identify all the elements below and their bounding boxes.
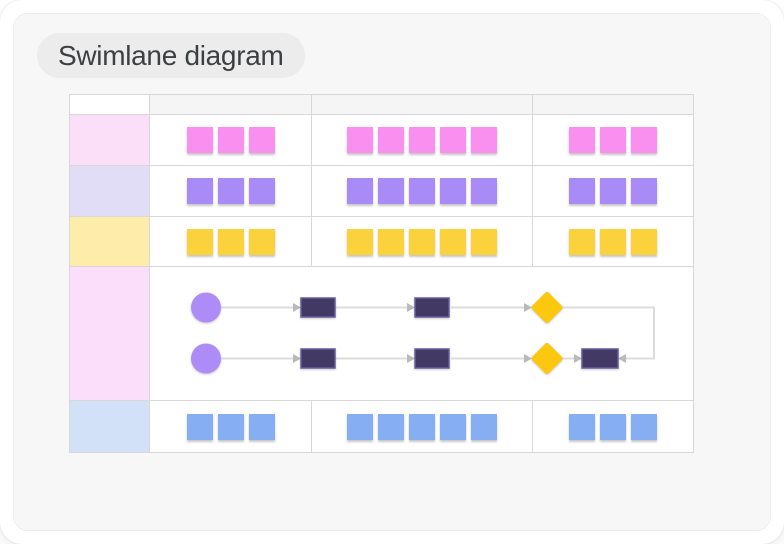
- arrowhead-right-icon: [407, 303, 415, 312]
- decision-node[interactable]: [531, 343, 563, 374]
- header-label-cell: [70, 95, 150, 114]
- header-column-1: [150, 95, 312, 114]
- sticky-note-square[interactable]: [186, 178, 213, 204]
- sticky-note-square[interactable]: [217, 413, 244, 440]
- lanes-container: [70, 115, 693, 452]
- sticky-note-square[interactable]: [378, 178, 404, 204]
- sticky-note-square[interactable]: [248, 178, 275, 204]
- lane-row-purple: [70, 165, 693, 216]
- sticky-note-square[interactable]: [600, 127, 626, 153]
- sticky-note-square[interactable]: [409, 178, 435, 204]
- arrowhead-right-icon: [293, 354, 301, 363]
- sticky-note-square[interactable]: [347, 228, 373, 255]
- lane-yellow-cell-3: [533, 217, 693, 266]
- sticky-note-square[interactable]: [631, 413, 657, 440]
- swimlane-table: [69, 94, 694, 453]
- sticky-note-square[interactable]: [471, 413, 497, 440]
- sticky-note-square[interactable]: [631, 228, 657, 255]
- lane-pink-cell-2: [312, 115, 533, 165]
- sticky-note-square[interactable]: [409, 228, 435, 255]
- lane-pink-cell-1: [150, 115, 312, 165]
- sticky-note-square[interactable]: [569, 228, 595, 255]
- task-node[interactable]: [414, 348, 450, 369]
- sticky-note-square[interactable]: [471, 228, 497, 255]
- start-node[interactable]: [191, 292, 221, 323]
- sticky-note-square[interactable]: [378, 127, 404, 153]
- sticky-note-square[interactable]: [569, 178, 595, 204]
- sticky-note-square[interactable]: [631, 127, 657, 153]
- lane-purple-cell-1: [150, 166, 312, 216]
- sticky-note-square[interactable]: [347, 127, 373, 153]
- arrowhead-right-icon: [524, 303, 532, 312]
- sticky-note-square[interactable]: [471, 178, 497, 204]
- arrowhead-right-icon: [574, 354, 582, 363]
- lane-purple-cell-3: [533, 166, 693, 216]
- task-node[interactable]: [300, 348, 336, 369]
- lane-row-yellow: [70, 216, 693, 266]
- sticky-note-square[interactable]: [569, 127, 595, 153]
- sticky-note-square[interactable]: [378, 228, 404, 255]
- table-header-row: [70, 95, 693, 115]
- lane-label-pink[interactable]: [70, 115, 150, 165]
- sticky-note-square[interactable]: [217, 178, 244, 204]
- task-node[interactable]: [300, 297, 336, 318]
- lane-row-flow: [70, 266, 693, 400]
- arrowhead-right-icon: [524, 354, 532, 363]
- arrowhead-left-icon: [618, 354, 626, 363]
- flow-lane-cell: [150, 267, 693, 400]
- sticky-note-square[interactable]: [600, 413, 626, 440]
- sticky-note-square[interactable]: [248, 413, 275, 440]
- sticky-note-square[interactable]: [569, 413, 595, 440]
- lane-yellow-cell-2: [312, 217, 533, 266]
- sticky-note-square[interactable]: [440, 178, 466, 204]
- lane-blue-cell-3: [533, 401, 693, 452]
- lane-yellow-cell-1: [150, 217, 312, 266]
- sticky-note-square[interactable]: [440, 127, 466, 153]
- sticky-note-square[interactable]: [600, 228, 626, 255]
- sticky-note-square[interactable]: [186, 127, 213, 153]
- sticky-note-square[interactable]: [217, 127, 244, 153]
- lane-blue-cell-2: [312, 401, 533, 452]
- sticky-note-square[interactable]: [440, 413, 466, 440]
- lane-purple-cell-2: [312, 166, 533, 216]
- page-title: Swimlane diagram: [58, 39, 284, 71]
- sticky-note-square[interactable]: [347, 178, 373, 204]
- flow-connectors: [221, 306, 655, 360]
- sticky-note-square[interactable]: [347, 413, 373, 440]
- sticky-note-square[interactable]: [217, 228, 244, 255]
- start-node[interactable]: [191, 343, 221, 374]
- task-node[interactable]: [414, 297, 450, 318]
- lane-blue-cell-1: [150, 401, 312, 452]
- task-node[interactable]: [581, 348, 619, 369]
- sticky-note-square[interactable]: [440, 228, 466, 255]
- flow-shapes: [191, 292, 619, 374]
- sticky-note-square[interactable]: [186, 228, 213, 255]
- sticky-note-square[interactable]: [186, 413, 213, 440]
- lane-label-blue[interactable]: [70, 401, 150, 452]
- sticky-note-square[interactable]: [409, 413, 435, 440]
- preview-panel: Swimlane diagram: [13, 13, 771, 531]
- sticky-note-square[interactable]: [248, 127, 275, 153]
- arrowhead-right-icon: [293, 303, 301, 312]
- sticky-note-square[interactable]: [378, 413, 404, 440]
- lane-row-blue: [70, 400, 693, 452]
- title-pill: Swimlane diagram: [37, 33, 305, 78]
- sticky-note-square[interactable]: [600, 178, 626, 204]
- header-column-3: [533, 95, 693, 114]
- sticky-note-square[interactable]: [409, 127, 435, 153]
- header-column-2: [312, 95, 533, 114]
- lane-pink-cell-3: [533, 115, 693, 165]
- lane-label-yellow[interactable]: [70, 217, 150, 266]
- sticky-note-square[interactable]: [631, 178, 657, 204]
- loop-back-connector: [562, 306, 655, 360]
- arrowhead-right-icon: [407, 354, 415, 363]
- decision-node[interactable]: [531, 292, 563, 323]
- process-flow-canvas: [191, 292, 655, 374]
- lane-label-purple[interactable]: [70, 166, 150, 216]
- lane-row-pink: [70, 115, 693, 165]
- flow-arrowheads: [293, 303, 626, 363]
- sticky-note-square[interactable]: [248, 228, 275, 255]
- lane-label-flow[interactable]: [70, 267, 150, 400]
- sticky-note-square[interactable]: [471, 127, 497, 153]
